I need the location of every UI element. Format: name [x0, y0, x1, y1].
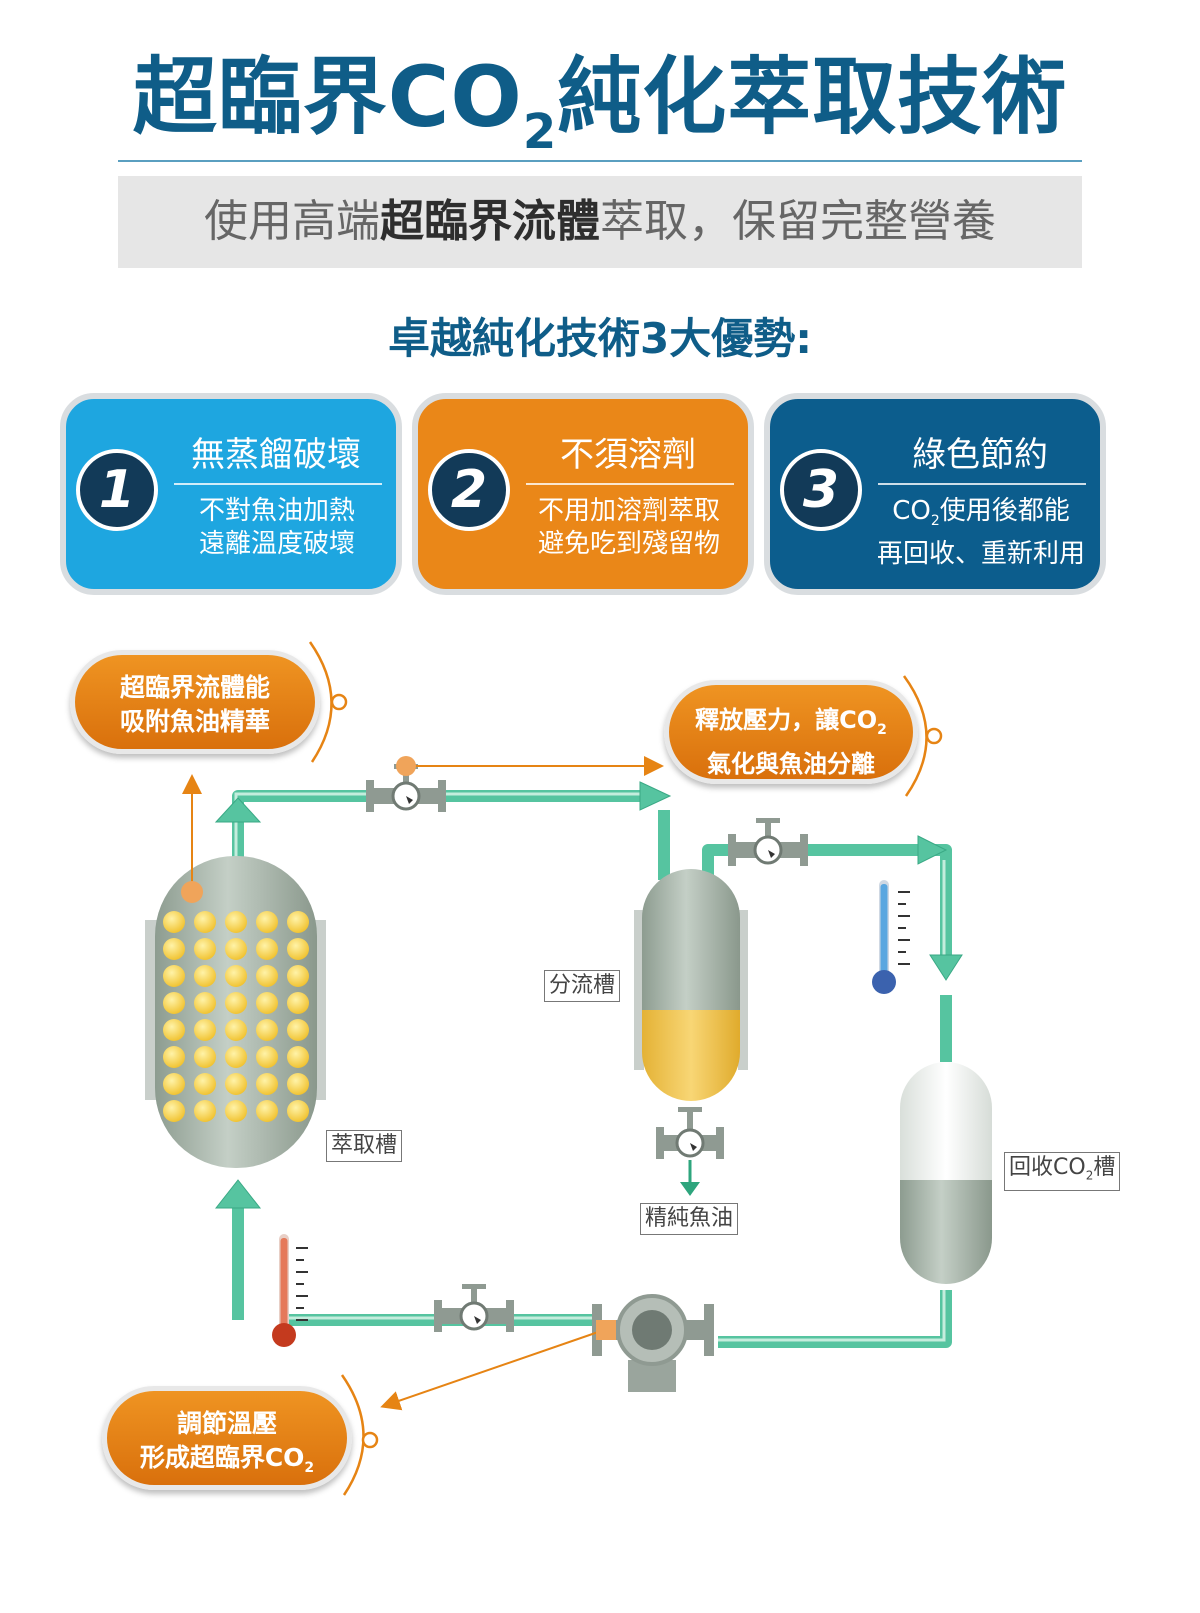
- card-divider: [174, 483, 382, 485]
- oil-droplet: [194, 1100, 216, 1122]
- oil-droplet: [256, 1019, 278, 1041]
- card-divider: [526, 483, 734, 485]
- subtitle-text-2: 萃取，保留完整營養: [600, 196, 996, 247]
- oil-droplet: [163, 1073, 185, 1095]
- thermometer-icon: [272, 1234, 308, 1347]
- oil-droplet: [256, 911, 278, 933]
- card-description: 不對魚油加熱遠離溫度破壞: [198, 496, 355, 559]
- oil-droplet: [163, 965, 185, 987]
- oil-droplet: [287, 1100, 309, 1122]
- number-badge: 1: [76, 449, 158, 531]
- separation-tank-label: 分流槽: [544, 970, 621, 1002]
- extraction-tank-label: 萃取槽: [326, 1130, 403, 1162]
- oil-droplet: [287, 911, 309, 933]
- page-title: 超臨界CO2純化萃取技術: [132, 48, 1068, 160]
- pure-fish-oil-label: 精純魚油: [640, 1203, 739, 1235]
- sensor-dots: [181, 756, 616, 1340]
- oil-droplet: [194, 1019, 216, 1041]
- oil-droplet: [225, 965, 247, 987]
- callout-absorb: 超臨界流體能吸附魚油精華: [70, 650, 320, 754]
- card-title: 綠色節約: [912, 435, 1048, 475]
- oil-droplet: [287, 992, 309, 1014]
- oil-droplet: [225, 1046, 247, 1068]
- oil-droplet: [194, 1046, 216, 1068]
- orange-callout-lines: [182, 756, 664, 1411]
- separation-tank: [634, 869, 748, 1101]
- valve-icon: [728, 818, 808, 866]
- oil-droplet: [256, 965, 278, 987]
- oil-droplet: [225, 1100, 247, 1122]
- number-badge: 3: [780, 449, 862, 531]
- number-badge: 2: [428, 449, 510, 531]
- green-pipes: [232, 790, 952, 1348]
- extraction-tank: [145, 856, 326, 1168]
- subtitle-bold: 超臨界流體: [380, 196, 600, 247]
- advantage-card-1: 1 無蒸餾破壞 不對魚油加熱遠離溫度破壞: [60, 393, 402, 595]
- recovery-tank-label: 回收CO2槽: [1004, 1152, 1121, 1192]
- oil-droplet: [163, 992, 185, 1014]
- card-divider: [878, 483, 1086, 485]
- advantages-title: 卓越純化技術3大優勢:: [387, 314, 813, 363]
- oil-droplet: [163, 1100, 185, 1122]
- advantage-card-3: 3 綠色節約 CO2使用後都能再回收、重新利用: [764, 393, 1106, 595]
- oil-droplet: [163, 938, 185, 960]
- oil-droplet: [287, 965, 309, 987]
- oil-droplet: [256, 1046, 278, 1068]
- title-divider: [118, 160, 1082, 162]
- card-description: 不用加溶劑萃取避免吃到殘留物: [537, 496, 720, 559]
- oil-droplet: [225, 992, 247, 1014]
- recovery-co2-tank: [900, 1062, 992, 1284]
- oil-droplet: [256, 938, 278, 960]
- thermometer-icon: [872, 880, 910, 994]
- callout-adjust: 調節溫壓形成超臨界CO2: [102, 1386, 352, 1490]
- oil-droplet: [163, 1046, 185, 1068]
- advantage-card-2: 2 不須溶劑 不用加溶劑萃取避免吃到殘留物: [412, 393, 754, 595]
- card-title: 不須溶劑: [560, 435, 696, 475]
- pipe-highlights: [234, 792, 946, 1342]
- valve-icon: [434, 1284, 514, 1332]
- flow-arrows: [214, 781, 963, 1209]
- oil-droplet: [194, 938, 216, 960]
- oil-droplet: [287, 1019, 309, 1041]
- oil-droplet: [225, 938, 247, 960]
- oil-droplet: [287, 938, 309, 960]
- oil-droplet: [194, 1073, 216, 1095]
- pump-icon: [592, 1294, 714, 1392]
- oil-droplet: [256, 992, 278, 1014]
- oil-outflow-arrow: [680, 1182, 700, 1196]
- card-description: CO2使用後都能再回收、重新利用: [876, 496, 1085, 570]
- oil-droplet: [225, 1073, 247, 1095]
- oil-droplet: [287, 1046, 309, 1068]
- oil-droplet: [194, 965, 216, 987]
- oil-droplet: [256, 1100, 278, 1122]
- oil-droplet: [194, 992, 216, 1014]
- subtitle-text-1: 使用高端: [204, 196, 380, 247]
- oil-droplet: [194, 911, 216, 933]
- oil-droplet-grid: [163, 911, 309, 1122]
- oil-droplet: [287, 1073, 309, 1095]
- valve-icon: [656, 1107, 724, 1159]
- card-title: 無蒸餾破壞: [191, 435, 361, 475]
- oil-droplet: [225, 1019, 247, 1041]
- arc-dots: [330, 693, 943, 1449]
- oil-droplet: [256, 1073, 278, 1095]
- oil-droplet: [163, 1019, 185, 1041]
- oil-droplet: [163, 911, 185, 933]
- subtitle-bar: 使用高端超臨界流體萃取，保留完整營養: [118, 176, 1082, 268]
- oil-droplet: [225, 911, 247, 933]
